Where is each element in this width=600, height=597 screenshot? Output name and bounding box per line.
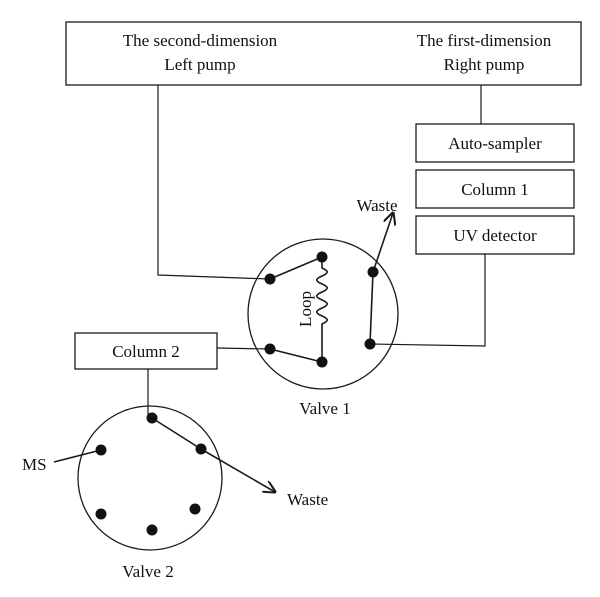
valve-2-circle bbox=[77, 405, 223, 551]
valve1-port-right-top bbox=[367, 266, 379, 278]
valve1-port-loop-top bbox=[316, 251, 328, 263]
uv-detector-box bbox=[415, 215, 575, 255]
valve2-ms-line bbox=[53, 449, 102, 463]
valve2-port-lower-left bbox=[95, 508, 107, 520]
valve1-port-loop-bottom bbox=[316, 356, 328, 368]
valve2-port-upper-right bbox=[195, 443, 207, 455]
valve1-waste-line bbox=[372, 213, 393, 273]
valve2-port-upper-left bbox=[95, 444, 107, 456]
valve1-waste-label: Waste bbox=[356, 196, 397, 215]
column-2-label: Column 2 bbox=[112, 342, 180, 361]
second-dimension-label: The second-dimension bbox=[123, 31, 278, 50]
pump-box bbox=[65, 21, 582, 86]
valve2-waste-line bbox=[200, 448, 275, 492]
loop-label: Loop bbox=[296, 291, 315, 327]
ms-label: MS bbox=[22, 455, 47, 474]
valve1-right-channel-line bbox=[369, 271, 374, 345]
valve1-to-column2-line bbox=[216, 347, 271, 350]
auto-sampler-box bbox=[415, 123, 575, 163]
valve1-left-bottom-to-loop-line bbox=[269, 348, 323, 363]
left-pump-label: Left pump bbox=[164, 55, 235, 74]
valve2-port-bottom bbox=[146, 524, 158, 536]
valve1-port-right-bottom bbox=[364, 338, 376, 350]
valve2-internal-line bbox=[151, 417, 202, 450]
column-1-label: Column 1 bbox=[461, 180, 529, 199]
valve2-port-lower-right bbox=[189, 503, 201, 515]
valve2-waste-label: Waste bbox=[287, 490, 328, 509]
column-1-box bbox=[415, 169, 575, 209]
valve1-port-left-top bbox=[264, 273, 276, 285]
first-dimension-label: The first-dimension bbox=[417, 31, 552, 50]
valve-2-label: Valve 2 bbox=[122, 562, 173, 581]
column-2-box bbox=[74, 332, 218, 370]
sample-loop-coil bbox=[315, 257, 329, 362]
valve2-port-top bbox=[146, 412, 158, 424]
auto-sampler-label: Auto-sampler bbox=[448, 134, 542, 153]
valve-1-label: Valve 1 bbox=[299, 399, 350, 418]
left-pump-to-valve1-line bbox=[157, 85, 271, 280]
valve1-left-top-to-loop-line bbox=[269, 256, 323, 280]
right-pump-label: Right pump bbox=[444, 55, 525, 74]
valve-1-circle bbox=[247, 238, 399, 390]
valve1-port-left-bottom bbox=[264, 343, 276, 355]
uv-detector-label: UV detector bbox=[453, 226, 537, 245]
uv-detector-to-valve1-line bbox=[369, 254, 486, 347]
